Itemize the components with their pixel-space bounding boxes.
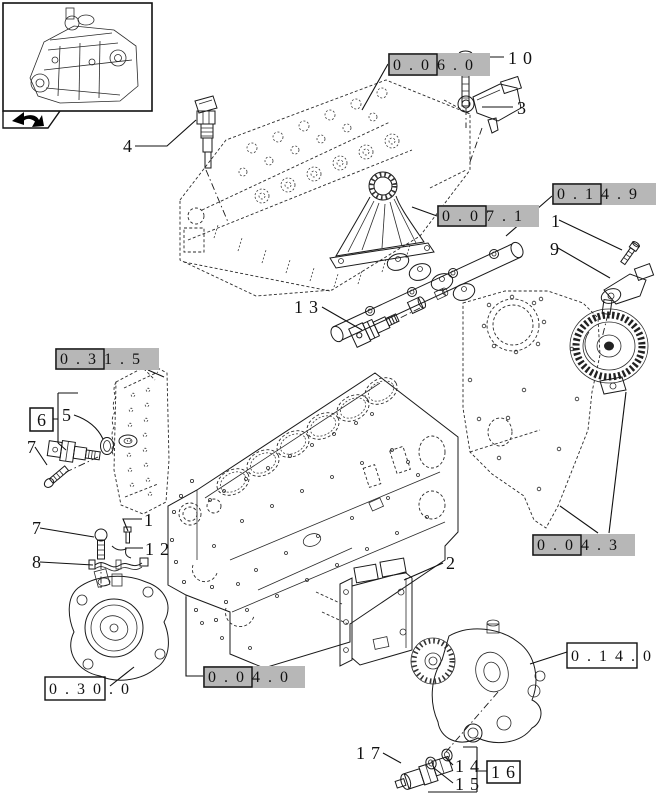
oil-pressure-sensor-drawing <box>46 440 101 463</box>
callout-1-block[interactable]: 1 <box>144 510 159 530</box>
callout-15[interactable]: 15 <box>455 774 485 794</box>
callout-10[interactable]: 10 <box>508 48 538 68</box>
timing-gear-drawing <box>569 308 649 395</box>
fuel-rail-drawing <box>330 241 524 343</box>
callout-16[interactable]: 16 <box>491 762 521 782</box>
engine-thumbnail <box>2 2 153 129</box>
callout-1-rail[interactable]: 1 <box>551 211 566 231</box>
callout-9[interactable]: 9 <box>550 239 565 259</box>
ref-code[interactable]: 0.14.0 <box>571 648 659 665</box>
cylinder-head-drawing <box>179 79 471 297</box>
ref-box-0-06-0[interactable]: 0.06.0 <box>388 53 490 76</box>
bolt-1-drawing <box>620 241 640 266</box>
injection-pump-drawing <box>410 619 546 744</box>
ref-code[interactable]: 0.30.0 <box>49 681 137 698</box>
bottom-sensor-drawing <box>394 755 454 790</box>
ref-code[interactable]: 0.31.5 <box>60 351 148 368</box>
callout-4[interactable]: 4 <box>123 136 138 156</box>
callout-7-sensor[interactable]: 7 <box>27 437 42 457</box>
ecu-drawing <box>315 557 413 667</box>
ref-code[interactable]: 0.06.0 <box>393 57 481 74</box>
ref-code[interactable]: 0.14.9 <box>557 186 645 203</box>
engine-block-drawing <box>167 372 459 669</box>
flywheel-housing-drawing <box>462 290 601 529</box>
map-sensor-drawing <box>457 75 523 134</box>
callout-12[interactable]: 12 <box>145 539 175 559</box>
banjo-bolt-drawing <box>123 526 132 544</box>
nav-arrow-icon <box>12 112 44 127</box>
clamp-drawing <box>111 545 132 559</box>
callout-5[interactable]: 5 <box>62 405 77 425</box>
callout-14[interactable]: 14 <box>455 756 485 776</box>
bolt-7-block-drawing <box>94 528 108 560</box>
temp-sensor-drawing <box>194 95 218 169</box>
speed-sensor-drawing <box>600 262 655 316</box>
callout-6[interactable]: 6 <box>37 410 52 430</box>
centerlines <box>61 108 609 754</box>
ref-box-0-07-1[interactable]: 0.07.1 <box>437 205 539 227</box>
callout-13[interactable]: 13 <box>294 297 324 317</box>
ref-code[interactable]: 0.04.0 <box>208 669 296 686</box>
washer-14-drawing <box>441 748 453 762</box>
bolt-7-sensor-drawing <box>43 465 70 488</box>
injector-pipes-drawing <box>386 253 476 301</box>
section-tab <box>2 110 61 129</box>
ref-box-0-14-0[interactable]: 0.14.0 <box>566 642 659 669</box>
ref-box-0-31-5[interactable]: 0.31.5 <box>55 348 159 370</box>
callout-16-box[interactable]: 16 <box>486 760 521 784</box>
ref-box-0-14-9[interactable]: 0.14.9 <box>552 183 656 205</box>
washer-15-drawing <box>425 756 437 770</box>
ref-code[interactable]: 0.04.3 <box>537 537 625 554</box>
o-ring-drawing <box>100 437 114 455</box>
oil-pump-drawing <box>68 568 169 681</box>
callout-8[interactable]: 8 <box>32 552 47 572</box>
ref-box-0-04-0[interactable]: 0.04.0 <box>203 666 305 688</box>
oil-cooler-drawing <box>111 363 170 515</box>
callout-7-block[interactable]: 7 <box>32 518 47 538</box>
ref-code[interactable]: 0.07.1 <box>442 208 530 225</box>
callout-6-box[interactable]: 6 <box>29 407 54 432</box>
ref-box-0-30-0[interactable]: 0.30.0 <box>44 676 137 701</box>
exhaust-manifold-drawing <box>329 171 435 269</box>
callout-17[interactable]: 17 <box>356 743 386 763</box>
callout-3[interactable]: 3 <box>517 98 532 118</box>
ref-box-0-04-3[interactable]: 0.04.3 <box>532 534 635 556</box>
oil-line-drawing <box>88 526 149 572</box>
callout-2[interactable]: 2 <box>446 553 461 573</box>
